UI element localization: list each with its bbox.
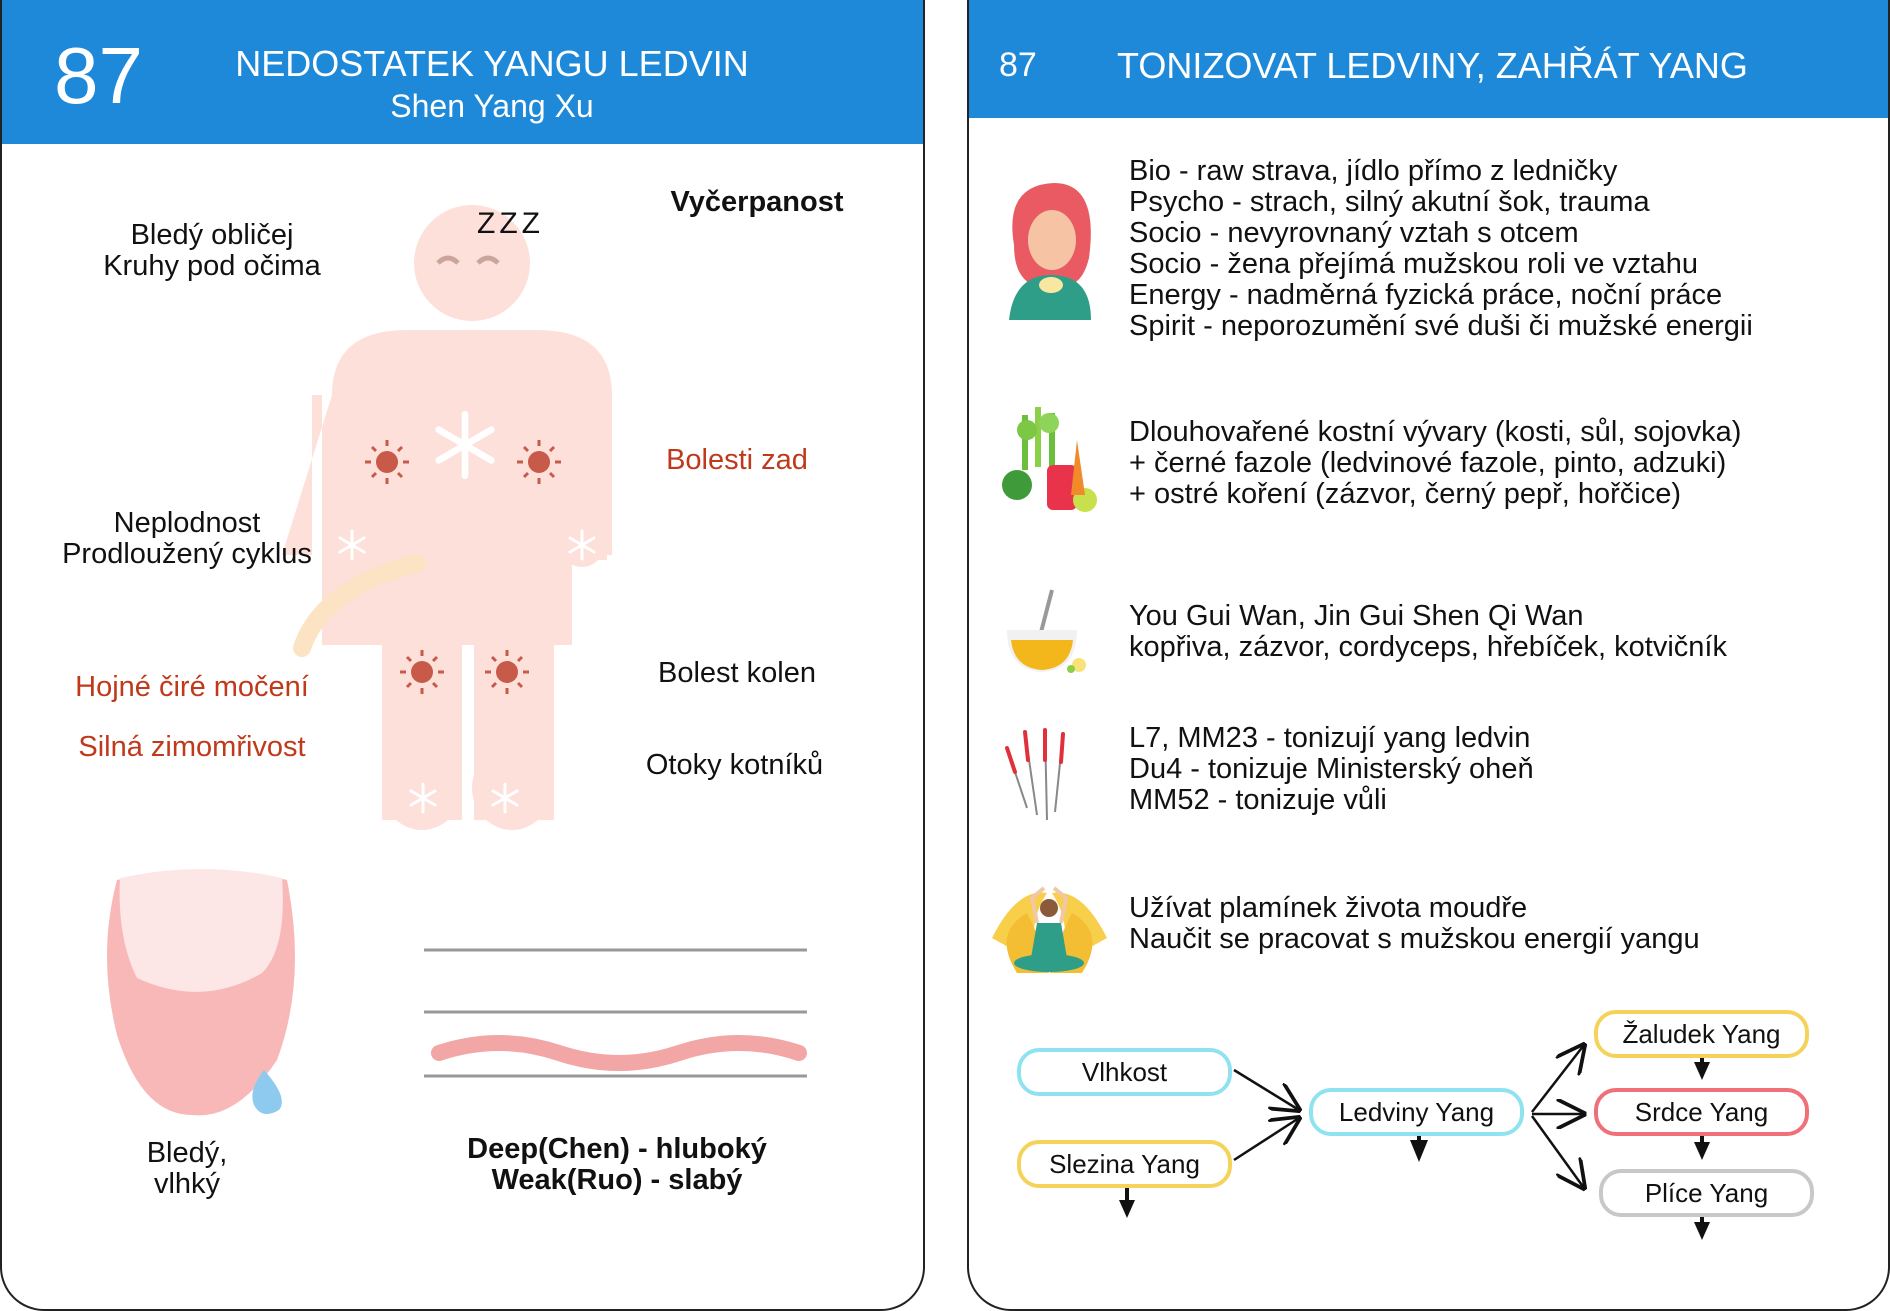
woman-with-tea-icon [1009, 183, 1091, 320]
symptom-face: Bledý obličej Kruhy pod očima [82, 220, 342, 282]
acupuncture-line: MM52 - tonizuje vůli [1129, 784, 1387, 816]
treatment-card: 87 TONIZOVAT LEDVINY, ZAHŘÁT YANG [967, 0, 1890, 1311]
symptom-urination: Hojné čiré močení [75, 671, 309, 703]
spirit-line: Užívat plamínek života moudře [1129, 892, 1528, 924]
card-title: TONIZOVAT LEDVINY, ZAHŘÁT YANG [1117, 45, 1748, 86]
causes-line: Psycho - strach, silný akutní šok, traum… [1129, 186, 1650, 218]
flow-node-plice: Plíce Yang [1599, 1169, 1814, 1217]
flow-node-slezina: Slezina Yang [1017, 1140, 1232, 1188]
spirit-line: Naučit se pracovat s mužskou energií yan… [1129, 923, 1700, 955]
acupuncture-line: L7, MM23 - tonizují yang ledvin [1129, 722, 1531, 754]
treatment-header: 87 TONIZOVAT LEDVINY, ZAHŘÁT YANG [969, 0, 1888, 118]
symptom-infertility-line1: Neplodnost [113, 507, 261, 539]
pulse-line2: Weak(Ruo) - slabý [491, 1164, 743, 1196]
card-number: 87 [999, 46, 1037, 84]
causes-line: Bio - raw strava, jídlo přímo z ledničky [1129, 155, 1618, 187]
flow-node-zaludek: Žaludek Yang [1594, 1010, 1809, 1058]
flow-node-vlhkost: Vlhkost [1017, 1048, 1232, 1096]
herbal-tea-icon [1007, 589, 1086, 673]
symptom-back-pain: Bolesti zad [666, 444, 808, 476]
card-title: NEDOSTATEK YANGU LEDVIN [235, 43, 749, 84]
symptom-infertility: Neplodnost Prodloužený cyklus [32, 508, 342, 570]
symptom-chills: Silná zimomřivost [78, 731, 306, 763]
causes-text: Bio - raw strava, jídlo přímo z ledničky… [1129, 156, 1753, 342]
acupuncture-needles-icon [1005, 728, 1065, 821]
causes-line: Energy - nadměrná fyzická práce, noční p… [1129, 279, 1723, 311]
tongue-description: Bledý, vlhký [112, 1138, 262, 1200]
pulse-description: Deep(Chen) - hluboký Weak(Ruo) - slabý [422, 1134, 812, 1196]
herbs-text: You Gui Wan, Jin Gui Shen Qi Wan kopřiva… [1129, 601, 1727, 663]
pulse-line1: Deep(Chen) - hluboký [467, 1133, 767, 1165]
causes-line: Socio - žena přejímá mužskou roli ve vzt… [1129, 248, 1698, 280]
tongue-line1: Bledý, [146, 1137, 228, 1169]
tongue-line2: vlhký [153, 1168, 221, 1200]
symptoms-card: 87 NEDOSTATEK YANGU LEDVIN Shen Yang Xu [0, 0, 925, 1311]
spirit-text: Užívat plamínek života moudře Naučit se … [1129, 893, 1700, 955]
herbs-line: kopřiva, zázvor, cordyceps, hřebíček, ko… [1129, 631, 1727, 663]
card-subtitle: Shen Yang Xu [390, 88, 594, 124]
meditation-lotus-icon [992, 886, 1107, 973]
card-number: 87 [54, 31, 143, 120]
acupuncture-text: L7, MM23 - tonizují yang ledvin Du4 - to… [1129, 723, 1534, 816]
flow-node-srdce: Srdce Yang [1594, 1088, 1809, 1136]
diet-line: + ostré koření (zázvor, černý pepř, hořč… [1129, 478, 1682, 510]
diet-line: Dlouhovařené kostní vývary (kosti, sůl, … [1129, 416, 1742, 448]
symptom-face-line1: Bledý obličej [130, 219, 294, 251]
symptom-face-line2: Kruhy pod očima [103, 250, 321, 282]
sleep-mark: ZZZ [477, 207, 544, 240]
symptom-ankles: Otoky kotníků [645, 749, 824, 781]
causes-line: Spirit - neporozumění své duši či mužské… [1129, 310, 1753, 342]
vegetables-icon [1002, 407, 1097, 512]
flow-node-ledviny: Ledviny Yang [1309, 1088, 1524, 1136]
herbs-line: You Gui Wan, Jin Gui Shen Qi Wan [1129, 600, 1584, 632]
symptom-knee-pain: Bolest kolen [658, 657, 816, 689]
acupuncture-line: Du4 - tonizuje Ministerský oheň [1129, 753, 1534, 785]
symptoms-header: 87 NEDOSTATEK YANGU LEDVIN Shen Yang Xu [2, 0, 923, 144]
symptom-infertility-line2: Prodloužený cyklus [62, 538, 312, 570]
diet-line: + černé fazole (ledvinové fazole, pinto,… [1129, 447, 1727, 479]
symptom-fatigue: Vyčerpanost [670, 186, 844, 218]
diet-text: Dlouhovařené kostní vývary (kosti, sůl, … [1129, 417, 1741, 510]
causes-line: Socio - nevyrovnaný vztah s otcem [1129, 217, 1579, 249]
body-illustration [107, 205, 807, 1116]
